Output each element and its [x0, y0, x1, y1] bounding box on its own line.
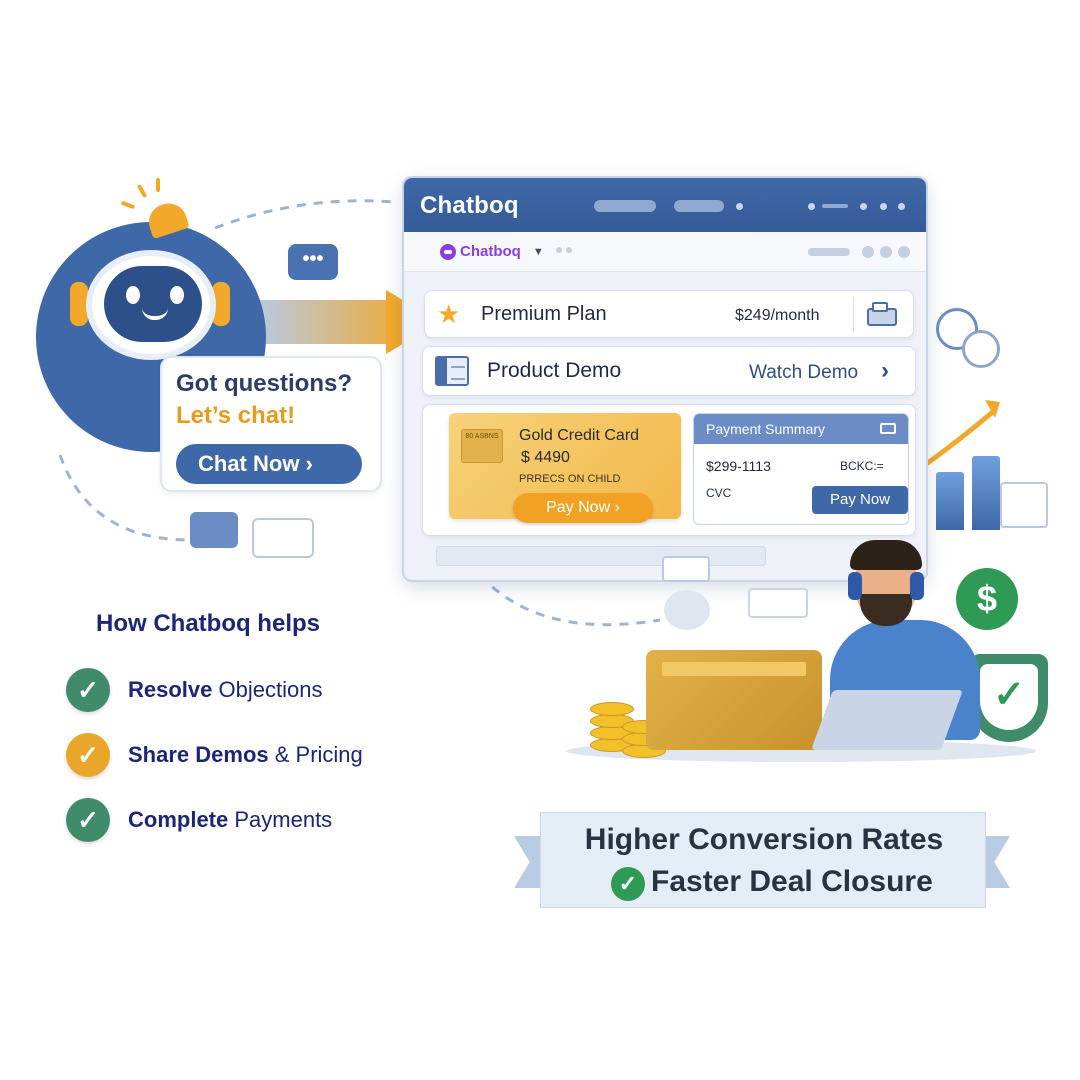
toolbar-dot [880, 246, 892, 258]
window-toolbar: Chatboq ▼ [404, 232, 926, 272]
watch-demo-link[interactable]: Watch Demo [749, 362, 859, 383]
play-icon [664, 590, 710, 630]
payment-summary-title: Payment Summary [706, 421, 826, 437]
input-bar-placeholder[interactable] [436, 546, 766, 566]
card-code: BCKC:= [840, 459, 884, 473]
payment-summary-header [694, 414, 908, 444]
gold-credit-card: 80 ASBNS Gold Credit Card $ 4490 PRRECS … [449, 413, 681, 523]
help-item-rest: & Pricing [268, 742, 363, 767]
premium-plan-label: Premium Plan [481, 303, 607, 325]
help-item-payments: Complete Payments [128, 807, 332, 833]
titlebar-dot [808, 203, 815, 210]
bell-ray-icon [156, 178, 160, 192]
titlebar-dot [898, 203, 905, 210]
growth-bar [972, 456, 1000, 530]
report-icon [1000, 482, 1048, 528]
card-terminal-icon [853, 297, 909, 331]
gold-pay-now-button[interactable]: Pay Now › [513, 493, 653, 523]
product-demo-label: Product Demo [487, 359, 622, 382]
coin-stack-icon [590, 702, 634, 716]
gold-card-subtitle: PRRECS ON CHILD [519, 473, 621, 485]
toolbar-placeholder [808, 248, 850, 256]
agent-hair [850, 540, 922, 570]
chevron-right-icon[interactable]: › [881, 357, 889, 384]
list-card-icon [748, 588, 808, 618]
robot-eye [126, 286, 140, 304]
benefits-ribbon: Higher Conversion Rates ✓ Faster Deal Cl… [540, 812, 986, 908]
help-item-rest: Payments [228, 807, 333, 832]
help-item-bold: Share Demos [128, 742, 269, 767]
titlebar-placeholder [822, 204, 848, 208]
titlebar-dot [860, 203, 867, 210]
chat-invite-text: Let’s chat! [176, 402, 296, 429]
product-demo-card[interactable]: Product Demo Watch Demo › [422, 346, 916, 396]
headset-icon [910, 572, 924, 600]
check-circle-icon: ✓ [611, 867, 645, 901]
caret-down-icon[interactable]: ▼ [532, 245, 544, 258]
window-titlebar: Chatboq [404, 178, 926, 232]
toolbar-dot [566, 247, 572, 253]
chatbot-logo-icon [440, 243, 456, 260]
chatboq-logo[interactable]: Chatboq ▼ [440, 243, 544, 260]
premium-plan-card[interactable]: ★ Premium Plan $249/month [424, 290, 914, 338]
headset-icon [848, 572, 862, 600]
titlebar-dot [880, 203, 887, 210]
help-item-bold: Complete [128, 807, 229, 832]
robot-eye [170, 286, 184, 304]
clock-icon [962, 330, 1000, 368]
titlebar-placeholder [674, 200, 724, 212]
help-item-rest: Objections [212, 677, 323, 702]
ribbon-subline: Faster Deal Closure [651, 865, 933, 898]
window-title: Chatboq [420, 192, 519, 219]
credit-card-icon [646, 650, 822, 750]
chat-message-icon [190, 512, 238, 548]
payment-summary: Payment Summary $299-1113 BCKC:= CVC Pay… [693, 413, 909, 525]
gold-card-amount: $ 4490 [521, 449, 570, 466]
star-icon: ★ [437, 299, 461, 329]
check-icon: ✓ [66, 798, 110, 842]
check-icon: ✓ [66, 733, 110, 777]
chat-now-button[interactable]: Chat Now › [176, 444, 362, 484]
dollar-icon: $ [956, 568, 1018, 630]
payment-panel: 80 ASBNS Gold Credit Card $ 4490 PRRECS … [422, 404, 916, 536]
help-item-share: Share Demos & Pricing [128, 742, 363, 768]
layout-icon [662, 556, 710, 582]
premium-plan-price: $249/month [735, 307, 820, 324]
cvc-label: CVC [706, 486, 732, 500]
shield-check-icon: ✓ [980, 664, 1038, 730]
helps-title: How Chatboq helps [96, 610, 320, 637]
card-stripe [662, 662, 806, 676]
help-item-resolve: Resolve Objections [128, 677, 322, 703]
help-item-bold: Resolve [128, 677, 213, 702]
toolbar-dot [862, 246, 874, 258]
heart-message-icon [252, 518, 314, 558]
robot-face-screen [104, 266, 202, 342]
robot-smile [142, 308, 168, 320]
card-number: $299-1113 [706, 458, 771, 474]
robot-headset-left [70, 282, 88, 326]
check-icon: ✓ [66, 668, 110, 712]
gold-card-title: Gold Credit Card [519, 427, 640, 444]
chat-question-text: Got questions? [176, 370, 352, 397]
ribbon-headline: Higher Conversion Rates [584, 823, 944, 856]
toolbar-dot [898, 246, 910, 258]
chat-invite-bubble: Got questions? Let’s chat! Chat Now › [160, 356, 382, 492]
summary-pay-now-button[interactable]: Pay Now [812, 486, 908, 514]
window-box-icon [880, 423, 896, 434]
titlebar-placeholder [594, 200, 656, 212]
document-icon [435, 356, 469, 386]
robot-headset-right [212, 282, 230, 326]
card-chip-icon: 80 ASBNS [461, 429, 503, 463]
titlebar-dot [736, 203, 743, 210]
typing-indicator-icon: ••• [288, 244, 338, 280]
chat-window: Chatboq Chatboq ▼ ★ Premium Plan $249/mo… [402, 176, 928, 582]
toolbar-dot [556, 247, 562, 253]
growth-bar [936, 472, 964, 530]
laptop-icon [811, 690, 963, 750]
logo-text: Chatboq [460, 243, 521, 260]
